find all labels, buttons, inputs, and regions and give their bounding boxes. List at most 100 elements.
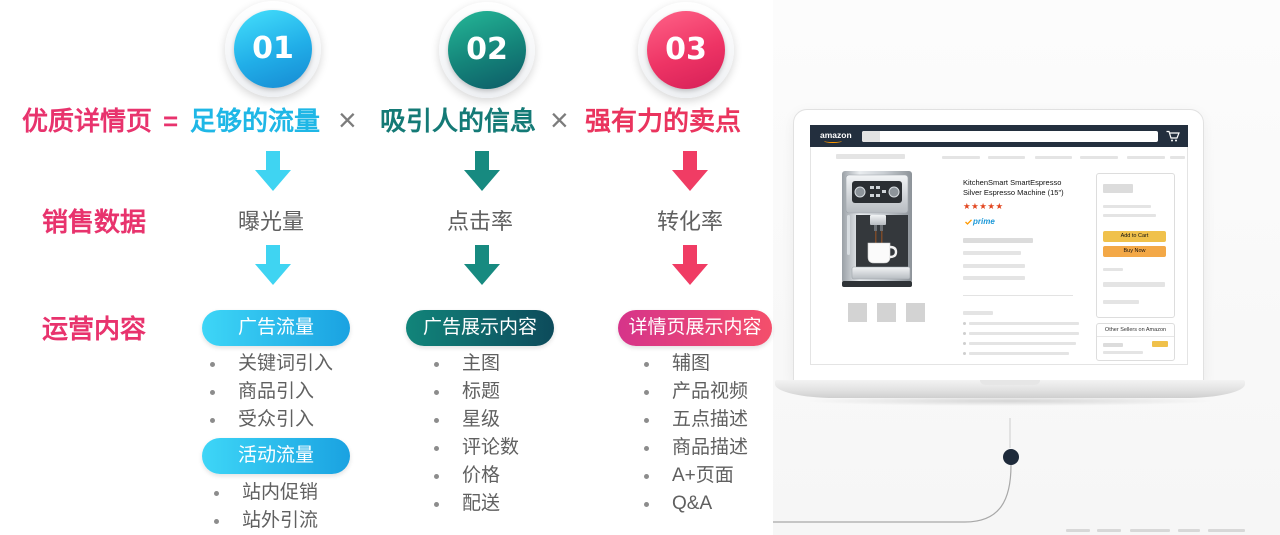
add-to-cart-button: Add to Cart (1103, 231, 1166, 242)
placeholder-bar (1170, 156, 1185, 159)
buy-box: Add to Cart Buy Now (1096, 173, 1175, 318)
step-number: 02 (448, 11, 526, 89)
espresso-machine-image (842, 171, 912, 287)
laptop-mockup: amazon (775, 108, 1245, 408)
blurred-caption (1097, 529, 1121, 532)
pill-ad-display-content: 广告展示内容 (406, 310, 554, 346)
down-arrow-icon (464, 245, 500, 285)
cart-icon (1166, 130, 1180, 142)
connector-curve (773, 464, 1012, 523)
placeholder-bar (969, 352, 1069, 355)
bullet-dot (963, 342, 966, 345)
price-placeholder (1103, 184, 1133, 193)
times-sign: × (338, 102, 357, 138)
placeholder-bar (963, 311, 993, 315)
down-arrow-icon (672, 245, 708, 285)
connector-line (773, 418, 1019, 523)
product-thumbnail (877, 303, 896, 322)
pill-event-traffic: 活动流量 (202, 438, 350, 474)
list-item: 配送 (433, 490, 519, 518)
bullet-dot (963, 332, 966, 335)
list-item: 关键词引入 (209, 350, 333, 378)
factor-selling-point: 强有力的卖点 (585, 106, 742, 136)
logo-smile-icon (824, 139, 842, 143)
down-arrow-icon (255, 151, 291, 191)
placeholder-bar (969, 332, 1079, 335)
ad-traffic-list: 关键词引入 商品引入 受众引入 (209, 350, 333, 434)
laptop-shadow (805, 396, 1215, 406)
placeholder-bar (1103, 214, 1156, 217)
list-item: Q&A (643, 490, 748, 518)
placeholder-bar (1080, 156, 1118, 159)
placeholder-bar (836, 154, 905, 159)
blurred-caption (1066, 529, 1090, 532)
list-item: 星级 (433, 406, 519, 434)
laptop-notch (980, 380, 1040, 385)
step-number: 03 (647, 11, 725, 89)
blurred-caption (1130, 529, 1170, 532)
metric-click-rate: 点击率 (446, 209, 513, 234)
list-item: A+页面 (643, 462, 748, 490)
placeholder-bar (1103, 282, 1165, 287)
star-rating: ★★★★★ (963, 202, 1004, 212)
product-thumbnail (906, 303, 925, 322)
other-sellers-box: Other Sellers on Amazon (1096, 323, 1175, 361)
formula-result: 优质详情页 (22, 106, 153, 136)
event-traffic-list: 站内促销 站外引流 (213, 479, 318, 535)
bullet-dot (963, 322, 966, 325)
buy-now-button: Buy Now (1103, 246, 1166, 257)
placeholder-bar (969, 342, 1076, 345)
list-item: 标题 (433, 378, 519, 406)
list-item: 评论数 (433, 434, 519, 462)
list-item: 站外引流 (213, 507, 318, 535)
step-badge-03: 03 (638, 2, 734, 98)
list-item: 产品视频 (643, 378, 748, 406)
down-arrow-icon (255, 245, 291, 285)
other-sellers-title: Other Sellers on Amazon (1104, 327, 1167, 333)
connector-dot (1003, 449, 1019, 465)
equals-sign: = (163, 106, 179, 136)
sales-data-label: 销售数据 (42, 207, 147, 237)
prime-check-icon (965, 219, 972, 225)
blurred-caption (1178, 529, 1200, 532)
placeholder-bar (1103, 300, 1139, 304)
down-arrow-icon (464, 151, 500, 191)
placeholder-bar (1103, 268, 1123, 271)
down-arrow-icon (672, 151, 708, 191)
placeholder-bar (969, 322, 1079, 325)
laptop-screen: amazon (810, 125, 1188, 365)
metric-impressions: 曝光量 (237, 209, 304, 234)
step-badge-01: 01 (225, 1, 321, 97)
placeholder-bar (942, 156, 980, 159)
list-item: 受众引入 (209, 406, 333, 434)
list-item: 站内促销 (213, 479, 318, 507)
placeholder-bar (963, 276, 1025, 280)
store-search-bar (862, 131, 1158, 142)
detail-page-list: 辅图 产品视频 五点描述 商品描述 A+页面 Q&A (643, 350, 748, 518)
ad-display-list: 主图 标题 星级 评论数 价格 配送 (433, 350, 519, 518)
step-number: 01 (234, 10, 312, 88)
list-item: 主图 (433, 350, 519, 378)
times-sign: × (550, 102, 569, 138)
prime-label: prime (973, 217, 995, 226)
pill-detail-page-content: 详情页展示内容 (618, 310, 772, 346)
factor-information: 吸引人的信息 (380, 106, 537, 136)
placeholder-bar (1103, 343, 1123, 347)
list-item: 辅图 (643, 350, 748, 378)
placeholder-bar (1103, 351, 1143, 354)
store-logo: amazon (820, 130, 852, 140)
bullet-dot (963, 352, 966, 355)
pill-ad-traffic: 广告流量 (202, 310, 350, 346)
product-thumbnail (848, 303, 867, 322)
step-badge-02: 02 (439, 2, 535, 98)
laptop-base (775, 380, 1245, 398)
metric-conversion-rate: 转化率 (656, 209, 723, 234)
placeholder-bar (963, 238, 1033, 243)
divider (1097, 336, 1174, 337)
prime-badge: prime (965, 217, 995, 227)
blurred-caption (1208, 529, 1245, 532)
placeholder-bar (963, 264, 1025, 268)
placeholder-bar (1103, 205, 1151, 208)
placeholder-bar (1127, 156, 1165, 159)
